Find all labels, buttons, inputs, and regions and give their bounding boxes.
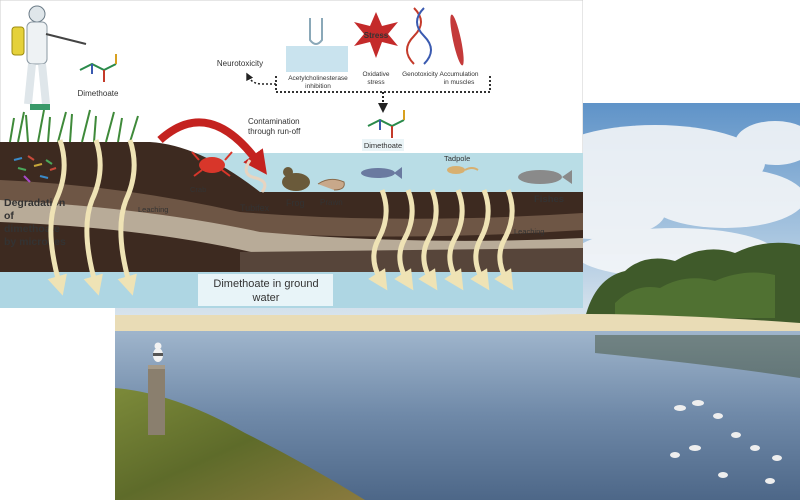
tadpole-label: Tadpole xyxy=(444,154,470,163)
effect-muscle-line2: in muscles xyxy=(444,79,475,86)
frog-label: Frog xyxy=(286,198,305,208)
effect-oxidative-stress: Stress Oxidative stress xyxy=(354,12,398,86)
leaching-right-label: Leaching xyxy=(514,227,544,236)
effect-genotoxicity: Genotoxicity xyxy=(402,7,439,78)
leaching-arrows-left xyxy=(47,139,137,296)
dimethoate-diagram: Dimethoate in ground water Dimethoate xyxy=(0,0,583,308)
water-dimethoate-label: Dimethoate xyxy=(364,141,402,150)
groundwater-label-line2: water xyxy=(252,292,280,304)
dna-icon xyxy=(406,7,422,65)
crab-label: Crab xyxy=(190,185,206,194)
degradation-line2: of xyxy=(4,210,14,222)
water-dimethoate-label-box xyxy=(362,139,404,151)
prawn-label: Prawn xyxy=(320,198,343,207)
muscle-icon xyxy=(450,14,464,66)
gull-on-post xyxy=(153,342,163,362)
gulls-on-water xyxy=(670,400,782,484)
effect-ache-line1: Acetylcholinesterase xyxy=(288,75,348,82)
tree-highlights xyxy=(615,272,775,318)
effect-genotoxicity-label: Genotoxicity xyxy=(402,71,439,78)
effect-ache-line2: inhibition xyxy=(305,83,331,90)
fish-small-icon xyxy=(361,167,402,179)
dimethoate-molecule-icon xyxy=(79,54,117,82)
effect-muscle-line1: Accumulation xyxy=(439,71,478,78)
diagram-canvas: Dimethoate in ground water Dimethoate xyxy=(0,0,583,308)
fish-large-icon xyxy=(518,170,572,184)
stress-burst-icon xyxy=(354,12,398,58)
runoff-arrow xyxy=(157,118,267,175)
tubifex-icon xyxy=(244,159,267,193)
fishes-label: Fishes xyxy=(534,194,564,205)
frog-icon xyxy=(282,167,310,191)
dimethoate-label: Dimethoate xyxy=(78,89,119,98)
effect-oxidative-line2: stress xyxy=(367,79,385,86)
water-reflection xyxy=(595,335,800,378)
degradation-line1: Degradation xyxy=(4,197,65,209)
crab-icon xyxy=(191,151,233,177)
effect-acetylcholinesterase: Acetylcholinesterase inhibition xyxy=(286,18,348,90)
leaching-arrows-right xyxy=(368,189,515,291)
farmer-spraying xyxy=(11,5,87,110)
groundwater-label-box xyxy=(198,274,333,306)
effect-oxidative-line1: Oxidative xyxy=(362,71,389,78)
tubifex-label: Tubifex xyxy=(240,203,270,213)
soil-dark-layer xyxy=(0,142,583,272)
water-dimethoate-molecule-icon xyxy=(367,110,405,138)
neurotoxicity-arrow xyxy=(246,72,276,85)
tadpole-icon xyxy=(447,166,479,174)
effect-muscle-accumulation: Accumulation in muscles xyxy=(439,14,479,86)
clouds xyxy=(525,121,800,278)
microbes-icon xyxy=(13,155,57,183)
prawn-icon xyxy=(317,178,345,191)
degradation-line3: dimethoate xyxy=(4,223,60,235)
neurotoxicity-label: Neurotoxicity xyxy=(217,59,263,68)
stress-badge: Stress xyxy=(364,31,389,40)
grass-bank xyxy=(115,388,365,500)
wooden-post xyxy=(148,365,165,435)
leaching-left-label: Leaching xyxy=(138,205,168,214)
grass xyxy=(9,109,139,143)
soil-bottom-band xyxy=(240,248,583,272)
sand-beach xyxy=(115,314,800,335)
runoff-label-line1: Contamination xyxy=(248,117,300,126)
groundwater-label-line1: Dimethoate in ground xyxy=(213,278,318,290)
soil-light-band xyxy=(0,200,583,261)
degradation-line4: by microbes xyxy=(4,236,66,248)
runoff-label-line2: through run-off xyxy=(248,127,301,136)
